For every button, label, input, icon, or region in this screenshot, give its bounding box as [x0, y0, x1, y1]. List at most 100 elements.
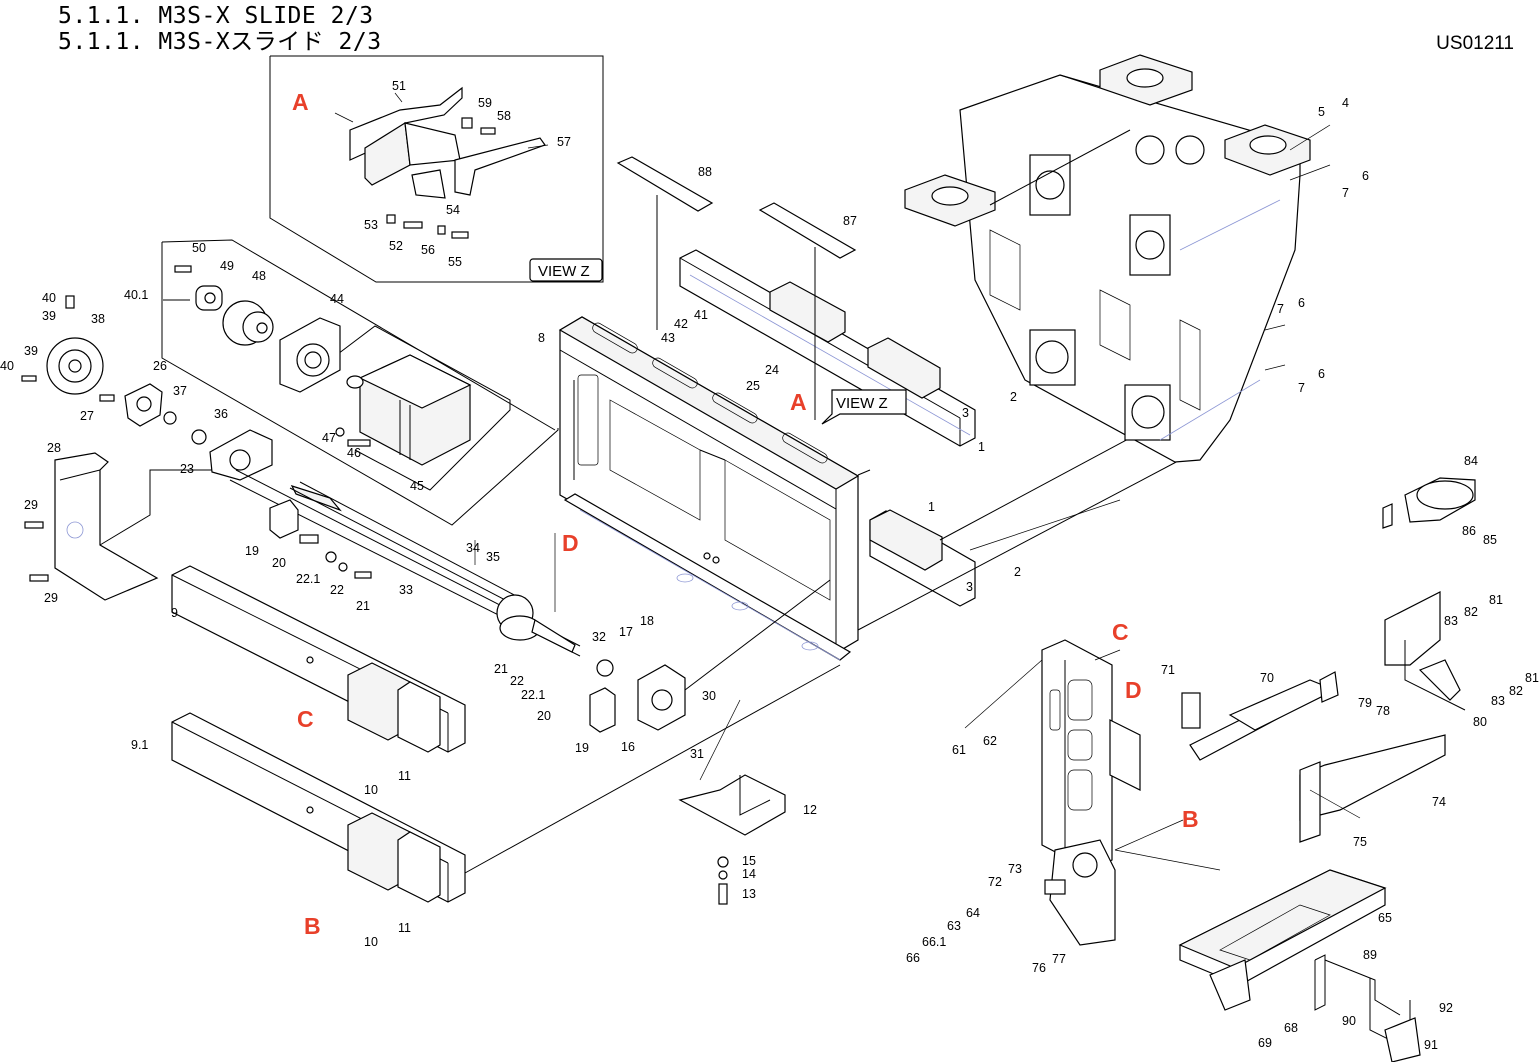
rod-70	[1181, 671, 1339, 761]
part-callout: 81	[1489, 593, 1503, 607]
part-callout: 9.1	[131, 738, 148, 752]
part-callout: 18	[640, 614, 654, 628]
part-callout: 5	[1318, 105, 1325, 119]
part-callout: 41	[694, 308, 708, 322]
part-callout: 47	[322, 431, 336, 445]
part-callout: 74	[1432, 795, 1446, 809]
part-callout: 16	[621, 740, 635, 754]
part-callout: 22.1	[296, 572, 320, 586]
part-callout: 35	[486, 550, 500, 564]
bracket-28	[24, 452, 230, 601]
cover-12	[678, 774, 786, 905]
part-callout: 82	[1464, 605, 1478, 619]
part-callout: 58	[497, 109, 511, 123]
part-callout: 11	[398, 769, 411, 783]
part-callout: 49	[220, 259, 234, 273]
gear-assembly	[21, 295, 207, 445]
part-callout: 84	[1464, 454, 1478, 468]
part-callout: 53	[364, 218, 378, 232]
part-callout: 88	[698, 165, 712, 179]
part-callout: 54	[446, 203, 460, 217]
label-plate-87	[758, 202, 857, 259]
linear-guide-9	[171, 565, 466, 753]
view-z-inset-label-box	[529, 258, 603, 282]
part-callout: 63	[947, 919, 961, 933]
document-id: US01211	[1436, 33, 1514, 54]
part-callout: 79	[1358, 696, 1372, 710]
reference-letter-a-main: A	[790, 389, 807, 415]
label-plate-88	[616, 156, 714, 212]
linear-guide-9-1	[171, 664, 841, 903]
part-callout: 91	[1424, 1038, 1438, 1052]
part-callout: 65	[1378, 911, 1392, 925]
part-callout: 34	[466, 541, 480, 555]
part-callout: 48	[252, 269, 266, 283]
view-z-main-label: VIEW Z	[836, 395, 888, 412]
part-callout: 68	[1284, 1021, 1298, 1035]
part-callout: 2	[1010, 390, 1017, 404]
reference-letter-c-rail: C	[297, 706, 314, 732]
base-65	[1178, 869, 1387, 1011]
part-callout: 76	[1032, 961, 1046, 975]
machine-frame	[904, 54, 1311, 463]
part-callout: 27	[80, 409, 94, 423]
part-callout: 56	[421, 243, 435, 257]
part-callout: 31	[690, 747, 704, 761]
part-callout: 22	[330, 583, 344, 597]
reference-letter-b-rail: B	[304, 913, 321, 939]
part-callout: 29	[44, 591, 58, 605]
view-z-main: VIEW Z	[821, 389, 907, 425]
part-callout: 6	[1318, 367, 1325, 381]
part-callout: 40	[0, 359, 14, 373]
part-callout: 83	[1444, 614, 1458, 628]
part-callout: 2	[1014, 565, 1021, 579]
part-callout: 77	[1052, 952, 1066, 966]
part-callout: 19	[245, 544, 259, 558]
part-callout: 85	[1483, 533, 1497, 547]
part-callout: 72	[988, 875, 1002, 889]
part-callout: 6	[1362, 169, 1369, 183]
part-callout: 10	[364, 935, 378, 949]
part-callout: 86	[1462, 524, 1476, 538]
part-callout: 7	[1298, 381, 1305, 395]
part-callout: 70	[1260, 671, 1274, 685]
part-callout: 1	[928, 500, 935, 514]
reference-letter-d-rod: D	[1125, 677, 1142, 703]
part-callout: 75	[1353, 835, 1367, 849]
part-callout: 23	[180, 462, 194, 476]
part-callout: 22	[510, 674, 524, 688]
part-callout: 62	[983, 734, 997, 748]
view-z-inset-label: VIEW Z	[538, 263, 590, 280]
part-callout: 80	[1473, 715, 1487, 729]
part-callout: 37	[173, 384, 187, 398]
part-callout: 64	[966, 906, 980, 920]
part-callout: 8	[538, 331, 545, 345]
page-title-english: 5.1.1. M3S-X SLIDE 2/3	[58, 3, 374, 29]
part-callout: 6	[1298, 296, 1305, 310]
part-callout: 24	[765, 363, 779, 377]
reference-letter-c-carriage: C	[1112, 619, 1129, 645]
vertical-carriage	[1041, 639, 1141, 946]
part-callout: 71	[1161, 663, 1175, 677]
part-callout: 81	[1525, 671, 1539, 685]
part-callout: 55	[448, 255, 462, 269]
part-callout: 42	[674, 317, 688, 331]
part-callout: 10	[364, 783, 378, 797]
part-callout: 66	[906, 951, 920, 965]
part-callout: 40	[42, 291, 56, 305]
part-callout: 38	[91, 312, 105, 326]
part-callout: 43	[661, 331, 675, 345]
part-callout: 78	[1376, 704, 1390, 718]
part-callout: 32	[592, 630, 606, 644]
reference-letter-a-inset: A	[292, 89, 309, 115]
part-callout: 30	[702, 689, 716, 703]
reference-letter-d-screw: D	[562, 530, 579, 556]
part-callout: 90	[1342, 1014, 1356, 1028]
end-bracket-16	[589, 579, 831, 733]
part-callout: 39	[24, 344, 38, 358]
part-callout: 20	[272, 556, 286, 570]
ball-screw	[209, 429, 581, 657]
part-callout: 45	[410, 479, 424, 493]
part-callout: 17	[619, 625, 633, 639]
